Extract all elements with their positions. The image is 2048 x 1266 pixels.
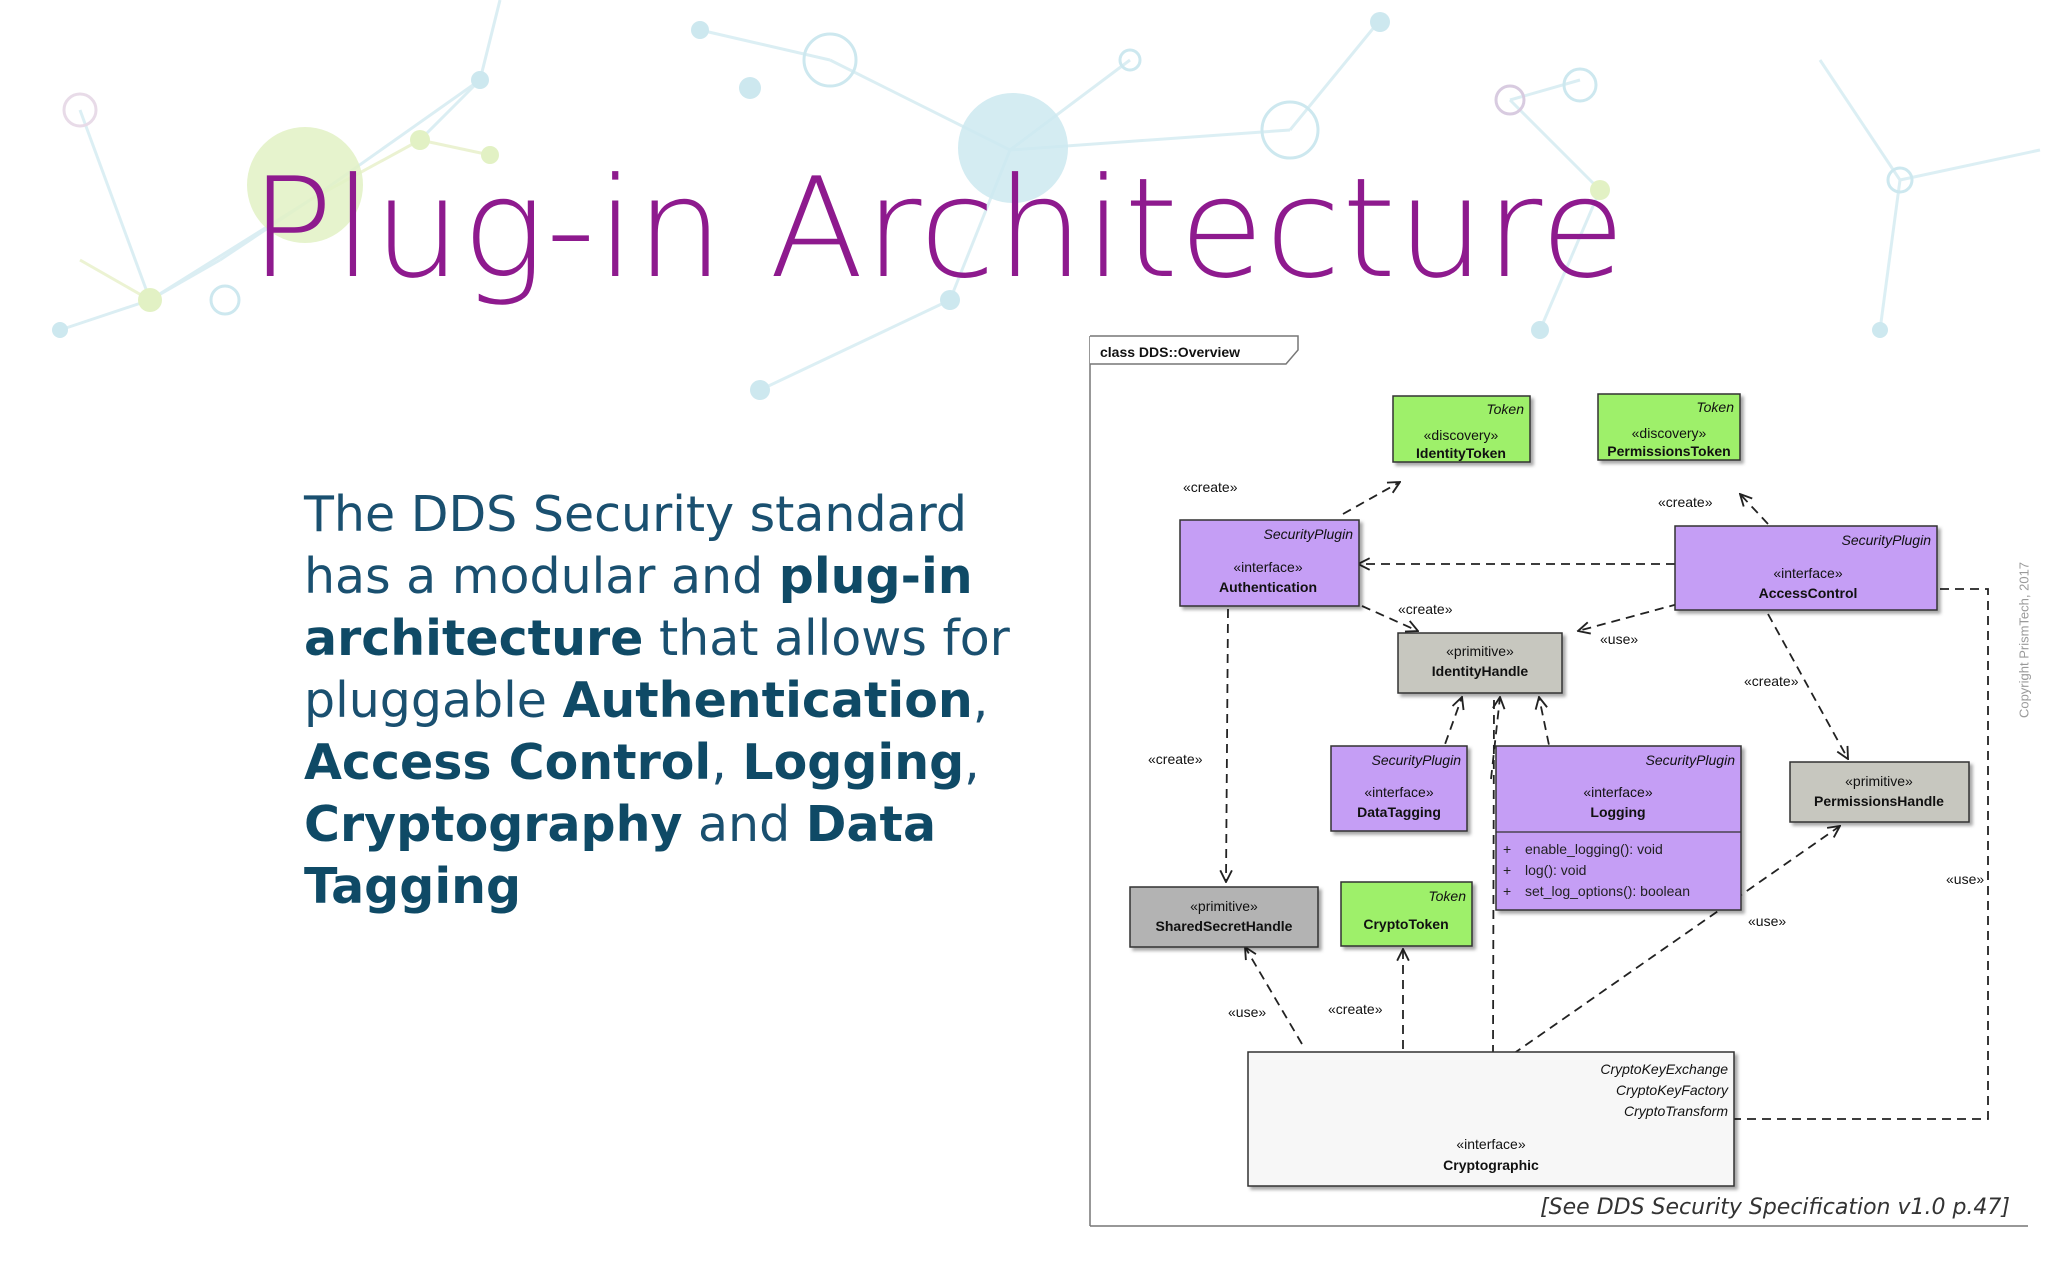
class-stereotype: «interface»	[1233, 559, 1302, 575]
body-text-part: and	[682, 796, 806, 853]
class-stereotype: «primitive»	[1446, 643, 1514, 659]
class-stereotype: «discovery»	[1632, 425, 1707, 441]
edge-datatagging-identityhandle	[1434, 697, 1462, 773]
class-logging: SecurityPlugin «interface» Logging + ena…	[1495, 745, 1742, 911]
body-text-part: ,	[972, 672, 989, 729]
body-bold-data-tagging: Data Tagging	[304, 796, 937, 915]
relationships	[1226, 482, 1989, 1119]
op-visibility: +	[1503, 841, 1511, 857]
class-stereotype: «discovery»	[1424, 427, 1499, 443]
body-bold-plugin-architecture: plug-in architecture	[304, 548, 973, 667]
label-use-crypto-shared: «use»	[1228, 1004, 1266, 1020]
edge-ac-permissionstoken	[1740, 494, 1769, 525]
body-bold-access-control: Access Control	[304, 734, 712, 791]
class-name: DataTagging	[1357, 804, 1441, 820]
body-paragraph: The DDS Security standard has a modular …	[304, 484, 1044, 918]
class-name: Logging	[1590, 804, 1645, 820]
body-text-part: that allows for pluggable	[304, 610, 1010, 729]
label-use-crypto-perm: «use»	[1748, 913, 1786, 929]
class-access-control: SecurityPlugin «interface» AccessControl	[1674, 525, 1938, 611]
edge-crypto-identityhandle-vertical	[1492, 696, 1495, 1055]
class-tag: SecurityPlugin	[1372, 752, 1462, 768]
edge-ac-permissionshandle	[1767, 613, 1848, 759]
class-tag: Token	[1486, 401, 1524, 417]
edge-crypto-sharedsecret	[1245, 947, 1303, 1045]
op-visibility: +	[1503, 883, 1511, 899]
label-create-auth-idtoken: «create»	[1183, 479, 1238, 495]
body-bold-cryptography: Cryptography	[304, 796, 683, 853]
edge-auth-identityhandle	[1361, 605, 1418, 631]
class-permissions-handle: «primitive» PermissionsHandle	[1789, 761, 1970, 823]
class-name: Cryptographic	[1443, 1157, 1539, 1173]
frame-label: class DDS::Overview	[1100, 344, 1240, 360]
class-tag: SecurityPlugin	[1842, 532, 1932, 548]
op-enable-logging: enable_logging(): void	[1525, 841, 1663, 857]
class-tag: SecurityPlugin	[1264, 526, 1354, 542]
class-permissions-token: Token «discovery» PermissionsToken	[1597, 393, 1741, 461]
edge-auth-sharedsecret	[1226, 608, 1228, 882]
op-log: log(): void	[1525, 862, 1586, 878]
body-bold-logging: Logging	[742, 734, 965, 791]
class-stereotype: «interface»	[1364, 784, 1433, 800]
class-shared-secret-handle: «primitive» SharedSecretHandle	[1129, 886, 1319, 948]
class-tag: SecurityPlugin	[1646, 752, 1736, 768]
edge-ac-cryptographic	[1698, 588, 1989, 1119]
op-set-log-options: set_log_options(): boolean	[1525, 883, 1690, 899]
class-name: PermissionsToken	[1607, 443, 1730, 459]
edge-logging-identityhandle	[1490, 697, 1500, 780]
class-tag: Token	[1428, 888, 1466, 904]
class-crypto-token: Token CryptoToken	[1340, 881, 1473, 947]
edge-auth-identitytoken	[1342, 482, 1400, 515]
edge-crypto-identityhandle	[1539, 697, 1556, 775]
class-authentication: SecurityPlugin «interface» Authenticatio…	[1179, 519, 1360, 607]
class-data-tagging: SecurityPlugin «interface» DataTagging	[1330, 745, 1468, 832]
label-create-ac-permtoken: «create»	[1658, 494, 1713, 510]
class-identity-handle: «primitive» IdentityHandle	[1397, 632, 1563, 694]
class-cryptographic: CryptoKeyExchange CryptoKeyFactory Crypt…	[1247, 1051, 1735, 1187]
class-tag-crypto-key-factory: CryptoKeyFactory	[1616, 1082, 1729, 1098]
class-tag-crypto-key-exchange: CryptoKeyExchange	[1600, 1061, 1728, 1077]
label-create-auth-shared: «create»	[1148, 751, 1203, 767]
class-name: Authentication	[1219, 579, 1317, 595]
body-text-part: ,	[711, 734, 743, 791]
class-tag: Token	[1696, 399, 1734, 415]
label-use-ac-idhandle: «use»	[1600, 631, 1638, 647]
body-bold-authentication: Authentication	[562, 672, 973, 729]
class-name: CryptoToken	[1363, 916, 1448, 932]
body-text-part: The DDS Security standard has a modular …	[304, 486, 967, 605]
class-stereotype: «interface»	[1456, 1136, 1525, 1152]
class-name: SharedSecretHandle	[1156, 918, 1293, 934]
class-stereotype: «interface»	[1773, 565, 1842, 581]
label-use-ac-crypto: «use»	[1946, 871, 1984, 887]
body-text-part: ,	[964, 734, 980, 791]
slide-title: Plug-in Architecture	[250, 148, 1627, 309]
op-visibility: +	[1503, 862, 1511, 878]
citation: [See DDS Security Specification v1.0 p.4…	[1540, 1195, 2010, 1220]
class-stereotype: «primitive»	[1845, 773, 1913, 789]
class-tag-crypto-transform: CryptoTransform	[1624, 1103, 1728, 1119]
network-background	[52, 0, 2041, 400]
label-create-ac-permhandle: «create»	[1744, 673, 1799, 689]
class-stereotype: «interface»	[1583, 784, 1652, 800]
class-stereotype: «primitive»	[1190, 898, 1258, 914]
relationship-labels: «create» «create» «create» «use» «create…	[1148, 479, 1984, 1020]
class-name: IdentityHandle	[1432, 663, 1529, 679]
edge-ac-identityhandle	[1578, 603, 1679, 631]
class-name: PermissionsHandle	[1814, 793, 1944, 809]
label-create-crypto-token: «create»	[1328, 1001, 1383, 1017]
class-name: AccessControl	[1759, 585, 1858, 601]
uml-class-diagram: class DDS::Overview «create» «create» «c…	[1089, 335, 2028, 1227]
diagram-frame: class DDS::Overview	[1089, 335, 2028, 1227]
label-create-auth-idhandle: «create»	[1398, 601, 1453, 617]
edge-crypto-permissionshandle	[1512, 826, 1840, 1055]
class-identity-token: Token «discovery» IdentityToken	[1392, 395, 1531, 463]
class-name: IdentityToken	[1416, 445, 1506, 461]
